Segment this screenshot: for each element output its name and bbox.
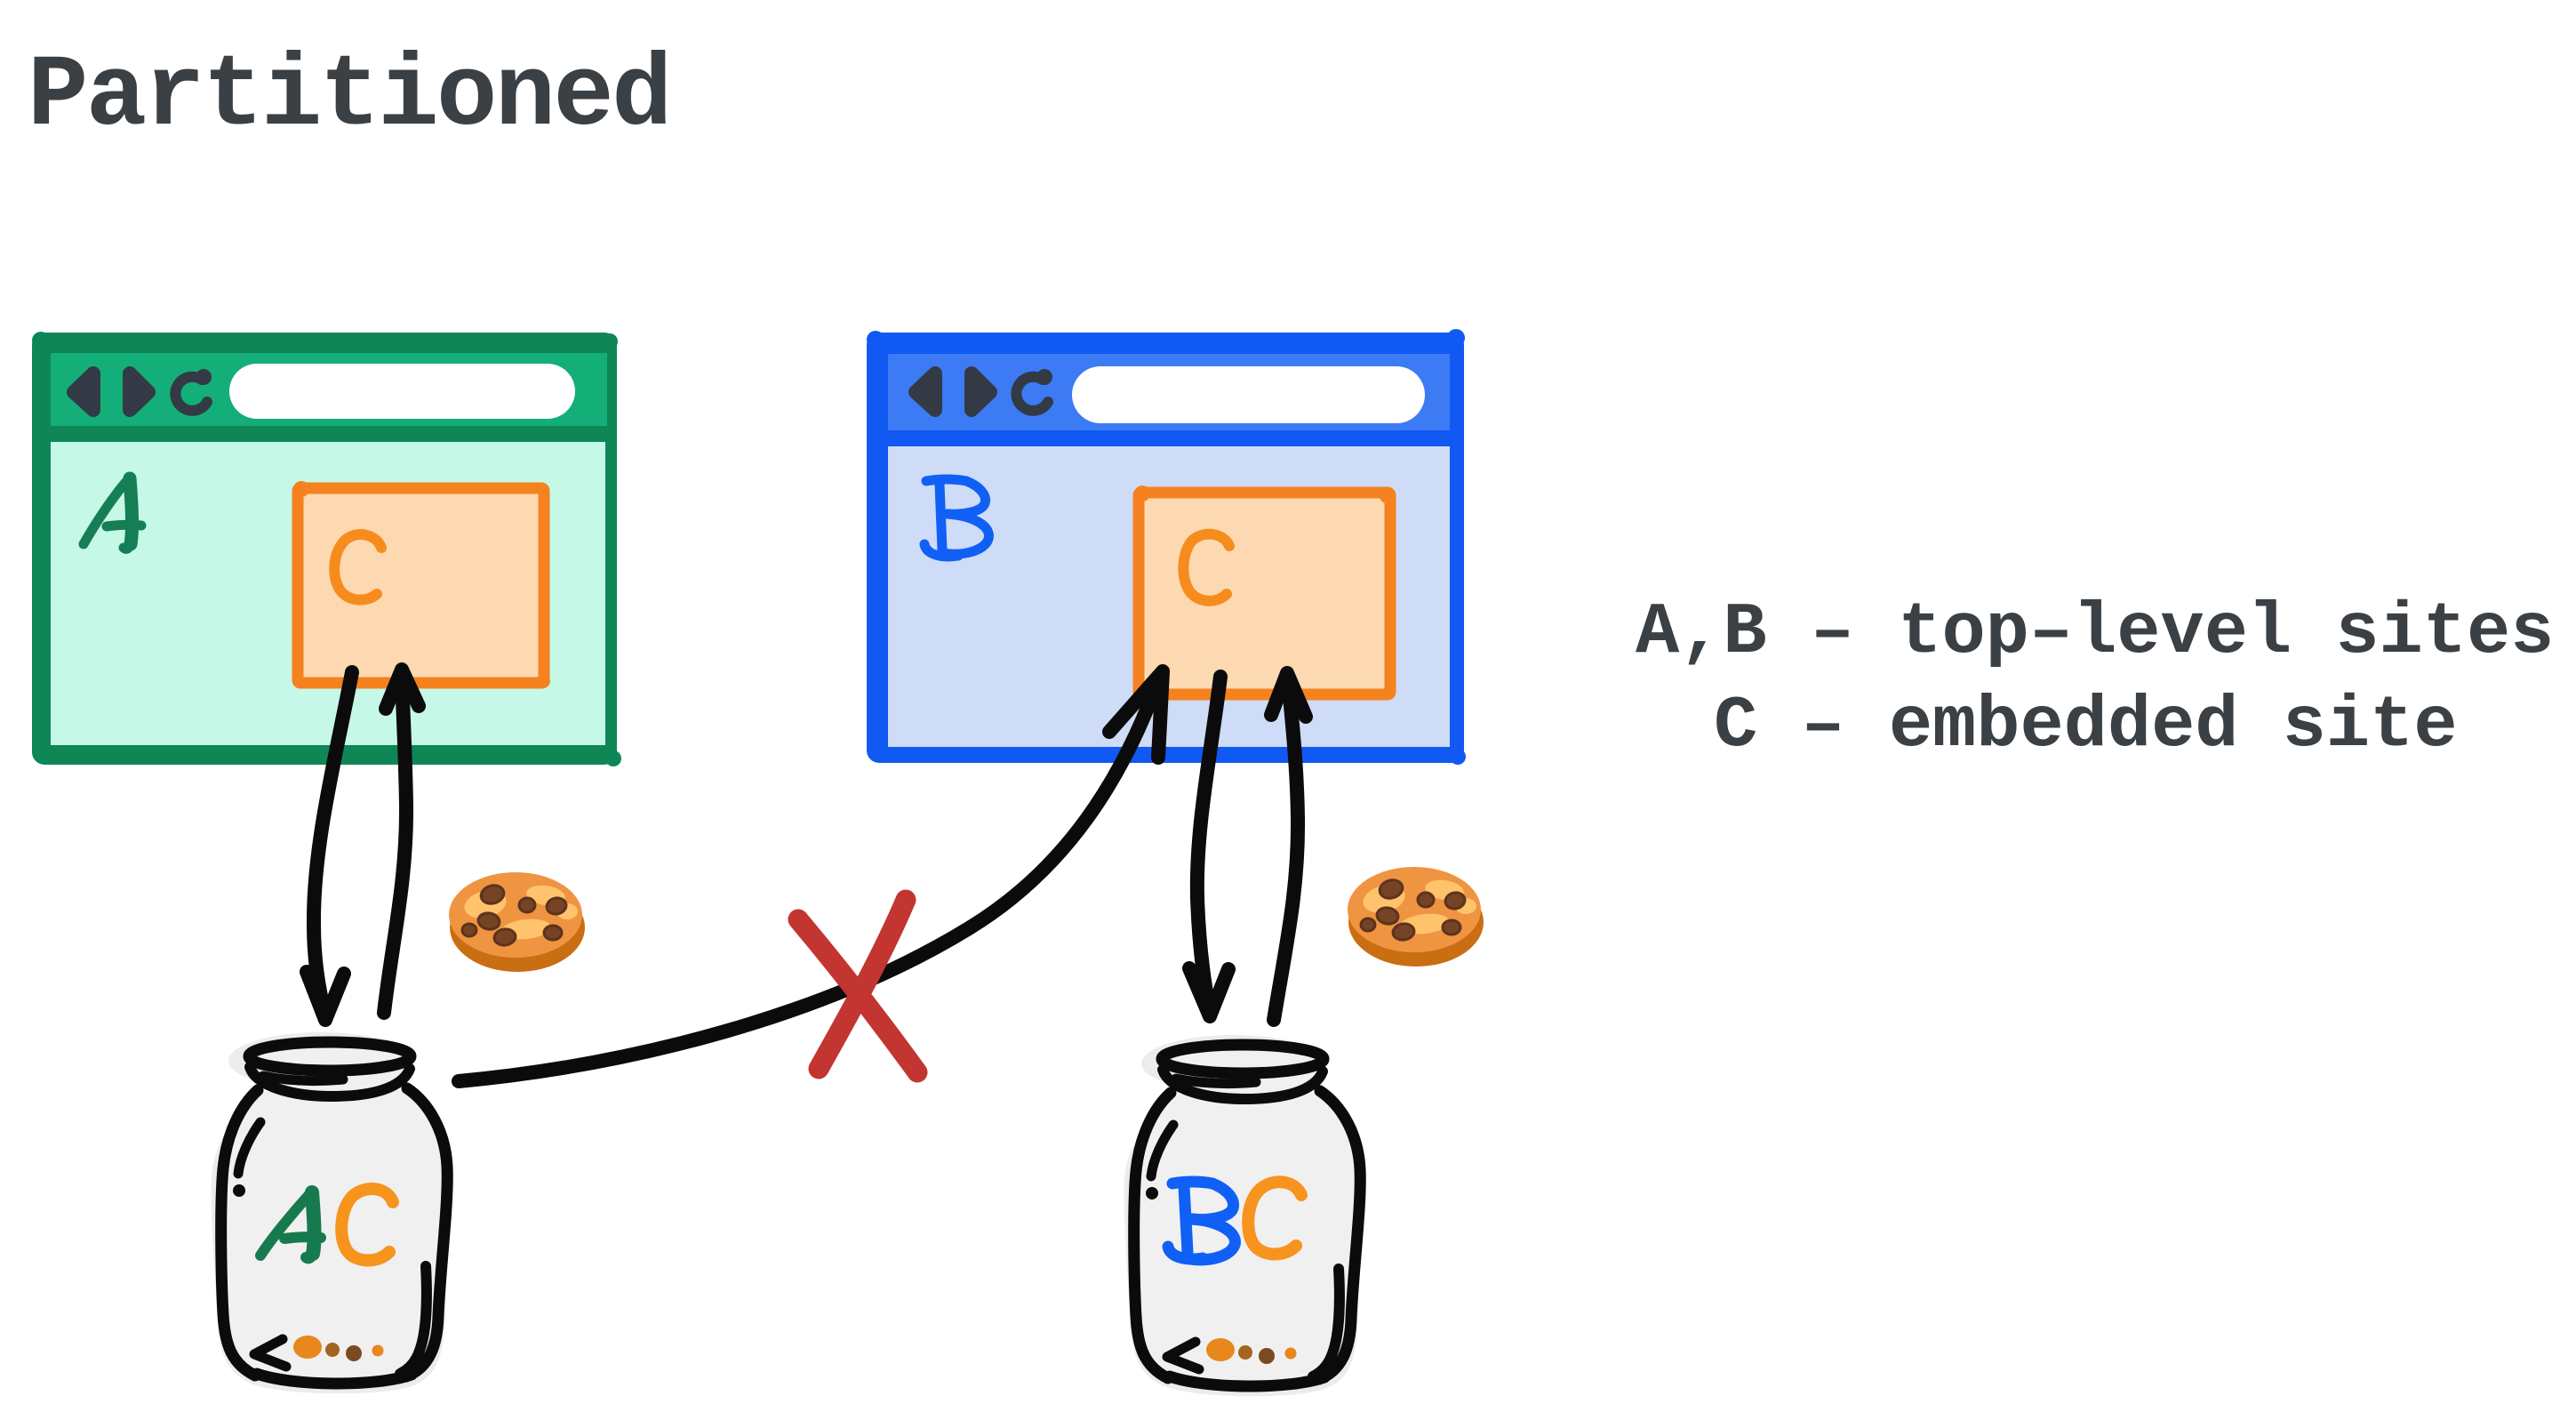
svg-text:Partitioned: Partitioned <box>28 40 670 155</box>
svg-text:C – embedded site: C – embedded site <box>1714 685 2458 767</box>
svg-text:A,B – top–level sites: A,B – top–level sites <box>1636 591 2554 674</box>
